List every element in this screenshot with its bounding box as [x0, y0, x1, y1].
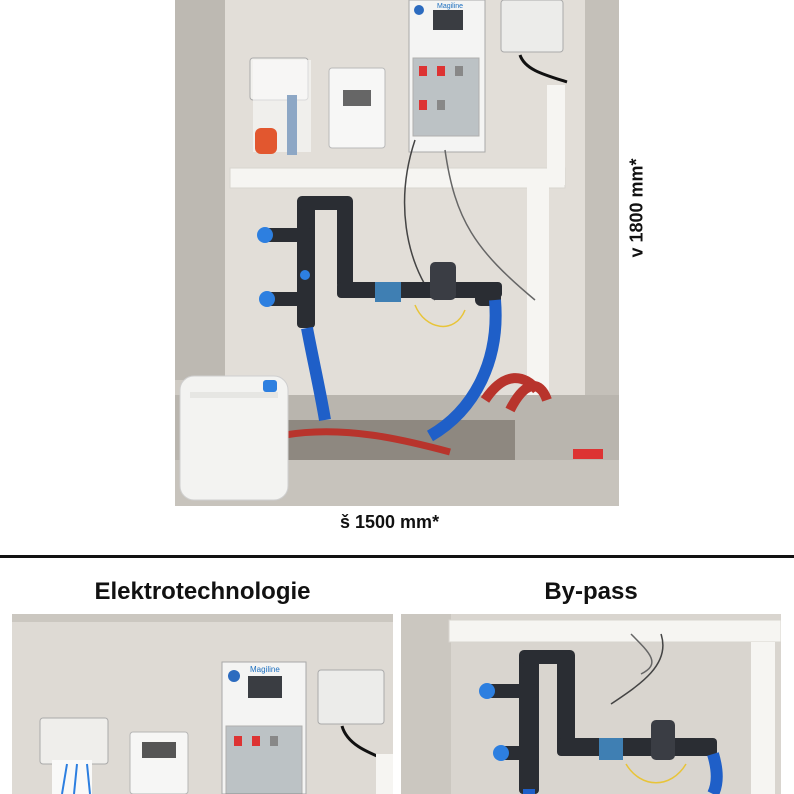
section-title-elektrotechnologie: Elektrotechnologie — [94, 578, 311, 605]
valve-icon — [257, 227, 273, 243]
peristaltic-pump-icon — [255, 128, 277, 154]
panel-brand-text: Magiline — [437, 3, 463, 10]
bypass-photo — [401, 614, 781, 794]
width-dimension-label: š 1500 mm* — [340, 512, 440, 532]
elektrotechnologie-photo: Magiline — [12, 614, 393, 794]
panel-brand-text: Magiline — [250, 665, 280, 674]
installation-photo-main: Magiline — [175, 0, 619, 506]
section-title-bypass: By-pass — [544, 578, 638, 605]
height-dimension-label: v 1800 mm* — [626, 158, 647, 258]
section-divider — [0, 555, 794, 558]
